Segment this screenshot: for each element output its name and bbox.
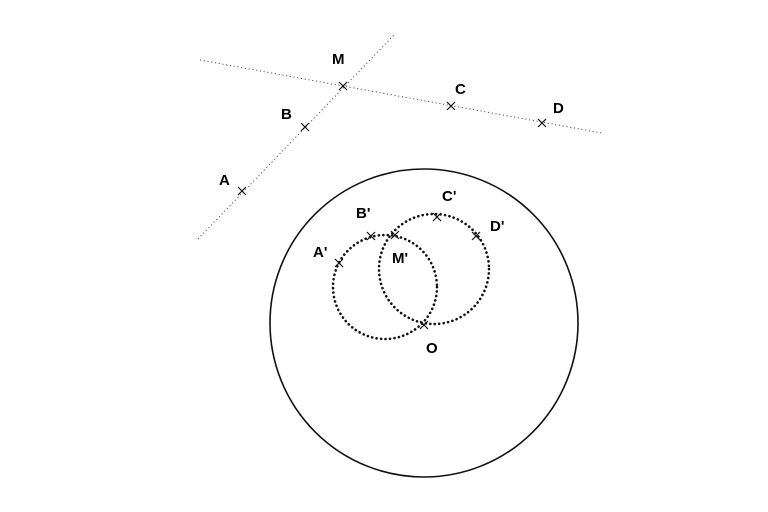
label-c: C	[455, 81, 466, 98]
label-a: A	[219, 172, 230, 189]
point-marker-d-prime	[471, 231, 481, 241]
inversion-circle	[269, 168, 579, 478]
point-marker-m-prime	[390, 230, 400, 240]
label-m-prime: M'	[392, 250, 408, 267]
line-through-a-b-m	[197, 34, 395, 240]
point-marker-b	[300, 122, 310, 132]
label-m: M	[332, 51, 345, 68]
point-marker-m	[338, 81, 348, 91]
point-marker-a	[237, 186, 247, 196]
label-b: B	[281, 106, 292, 123]
label-d-prime: D'	[490, 218, 504, 235]
point-marker-o	[419, 320, 429, 330]
point-marker-c-prime	[432, 212, 442, 222]
label-c-prime: C'	[442, 188, 456, 205]
point-marker-a-prime	[334, 258, 344, 268]
label-b-prime: B'	[356, 205, 370, 222]
point-marker-d	[537, 118, 547, 128]
point-marker-b-prime	[366, 231, 376, 241]
point-marker-c	[446, 101, 456, 111]
label-d: D	[553, 100, 564, 117]
image-circle-right	[377, 212, 491, 326]
label-o: O	[426, 340, 438, 357]
image-circle-left	[331, 233, 439, 341]
label-a-prime: A'	[313, 244, 327, 261]
